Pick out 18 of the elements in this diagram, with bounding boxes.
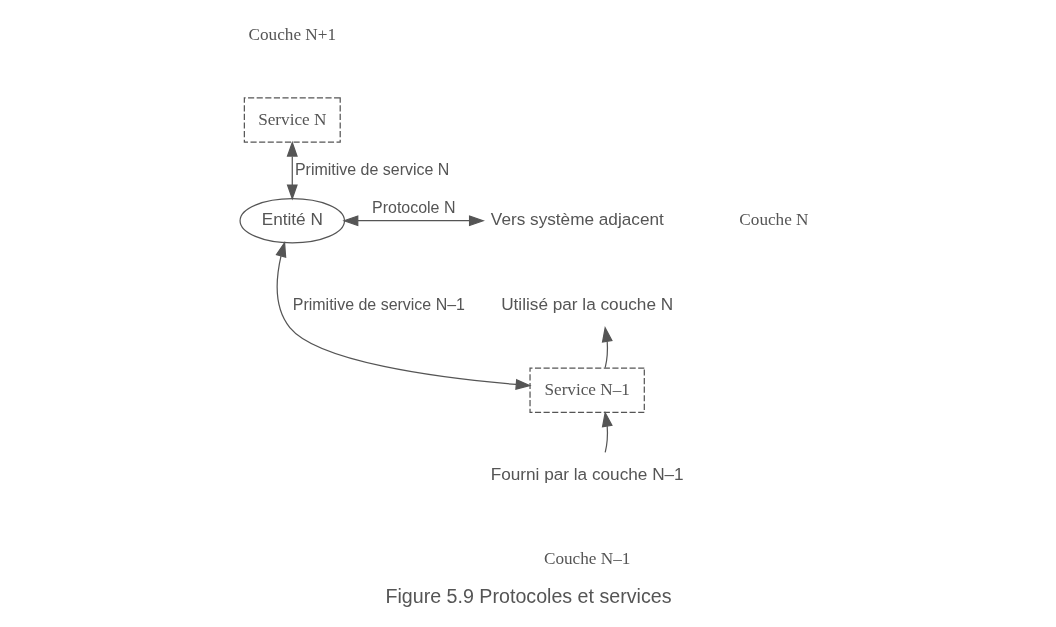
arrow — [286, 140, 298, 201]
label: Couche N — [738, 210, 809, 230]
caption: Figure 5.9 Protocoles et services — [384, 584, 672, 607]
label: Couche N–1 — [543, 549, 630, 569]
node-box: Service N — [243, 97, 341, 143]
edge-label: Primitive de service N–1 — [292, 295, 465, 313]
node-text: Vers système adjacent — [490, 209, 664, 230]
label: Couche N+1 — [248, 24, 336, 44]
arrow — [341, 215, 485, 227]
edge-label: Primitive de service N — [294, 160, 449, 178]
node-text: Fourni par la couche N–1 — [490, 463, 684, 484]
edge-label: Protocole N — [371, 198, 455, 216]
node-ellipse: Entité N — [238, 198, 345, 244]
node-text: Utilisé par la couche N — [500, 294, 673, 315]
arrow — [601, 410, 613, 454]
node-box: Service N–1 — [528, 367, 645, 414]
arrow — [601, 326, 613, 369]
arrow — [275, 240, 532, 390]
